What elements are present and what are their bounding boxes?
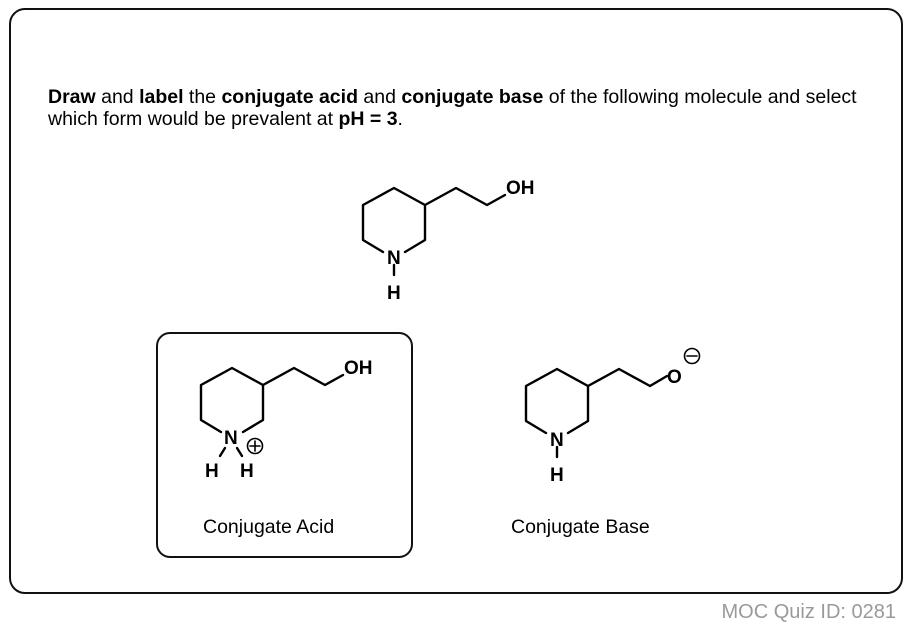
base-o-label: O xyxy=(667,367,682,388)
acid-nh-bond-left xyxy=(218,446,227,458)
acid-charge-circle xyxy=(246,437,264,455)
neutral-oh-label: OH xyxy=(506,178,535,199)
base-h-label: H xyxy=(550,465,564,486)
question-part: . xyxy=(397,108,403,130)
question-part: conjugate base xyxy=(401,86,544,108)
question-part: of the following molecule and select whi… xyxy=(48,86,857,130)
acid-oh-label: OH xyxy=(344,358,373,379)
acid-h1-label: H xyxy=(205,461,219,482)
base-charge-circle xyxy=(683,347,701,365)
neutral-n-label: N xyxy=(387,248,401,269)
neutral-ring-bonds xyxy=(361,186,427,254)
question-part: and xyxy=(95,86,140,108)
quiz-id-label: MOC Quiz ID: 0281 xyxy=(721,601,896,623)
acid-side-chain xyxy=(261,366,345,387)
base-n-label: N xyxy=(550,430,564,451)
question-part: and xyxy=(357,86,402,108)
base-ring-bonds xyxy=(524,367,590,435)
acid-ring-bonds xyxy=(199,366,265,434)
question-part: conjugate acid xyxy=(221,86,358,108)
conjugate-base-label: Conjugate Base xyxy=(511,516,650,538)
question-part: the xyxy=(183,86,222,108)
question-text: Draw and label the conjugate acid and co… xyxy=(48,86,888,130)
neutral-molecule xyxy=(361,186,507,277)
acid-h2-label: H xyxy=(240,461,254,482)
neutral-h-label: H xyxy=(387,283,401,304)
question-part: label xyxy=(139,86,184,108)
conjugate-acid-label: Conjugate Acid xyxy=(203,516,335,538)
selected-answer-box[interactable] xyxy=(156,332,413,558)
quiz-card xyxy=(9,8,903,594)
base-side-chain xyxy=(586,367,669,388)
question-part: pH = 3 xyxy=(338,108,398,130)
acid-molecule xyxy=(199,366,345,458)
neutral-side-chain xyxy=(423,186,507,207)
acid-n-label: N xyxy=(224,428,238,449)
question-part: Draw xyxy=(48,86,96,108)
base-molecule xyxy=(524,347,701,459)
acid-nh-bond-right xyxy=(235,446,244,458)
